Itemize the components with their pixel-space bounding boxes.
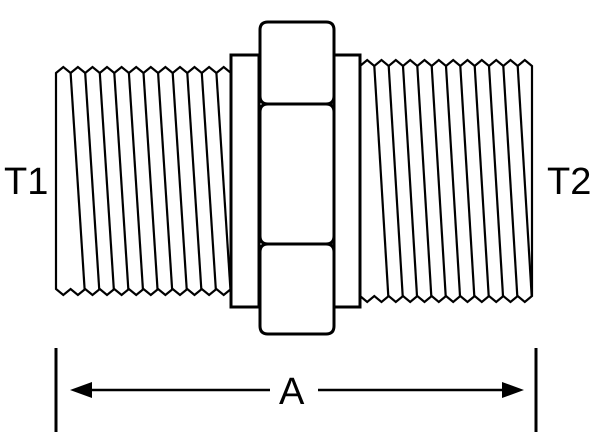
- thread-line: [416, 65, 433, 297]
- thread-line: [69, 72, 86, 290]
- right-thread-section: [358, 58, 534, 304]
- thread-line: [186, 72, 203, 290]
- thread-line: [387, 65, 404, 297]
- hex-face-bottom: [258, 242, 336, 336]
- thread-line: [516, 65, 533, 297]
- thread-line: [487, 65, 505, 297]
- left-collar: [229, 53, 261, 309]
- thread-line: [142, 72, 159, 290]
- thread-line: [171, 72, 188, 290]
- thread-line: [459, 65, 476, 297]
- right-collar: [332, 53, 362, 309]
- hex-face-middle: [258, 102, 336, 246]
- dimension-label-a: A: [279, 371, 305, 413]
- thread-label-t1: T1: [4, 161, 49, 203]
- thread-line: [473, 65, 490, 297]
- arrowhead-left: [70, 382, 92, 398]
- thread-line: [373, 65, 390, 297]
- thread-line: [401, 65, 419, 297]
- thread-line: [98, 72, 115, 290]
- thread-line: [444, 65, 462, 297]
- dimension-a: [54, 348, 538, 432]
- left-thread-section: [54, 65, 233, 297]
- arrowhead-right: [502, 382, 524, 398]
- thread-outline: [358, 58, 534, 304]
- thread-line: [215, 72, 232, 290]
- thread-line: [430, 65, 447, 297]
- thread-line: [84, 72, 101, 290]
- thread-line: [113, 72, 130, 290]
- thread-line: [200, 72, 217, 290]
- hex-face-top: [258, 20, 336, 106]
- thread-line: [502, 65, 519, 297]
- hex-nut: [258, 20, 336, 336]
- thread-line: [127, 72, 144, 290]
- thread-line: [157, 72, 174, 290]
- thread-label-t2: T2: [547, 161, 592, 203]
